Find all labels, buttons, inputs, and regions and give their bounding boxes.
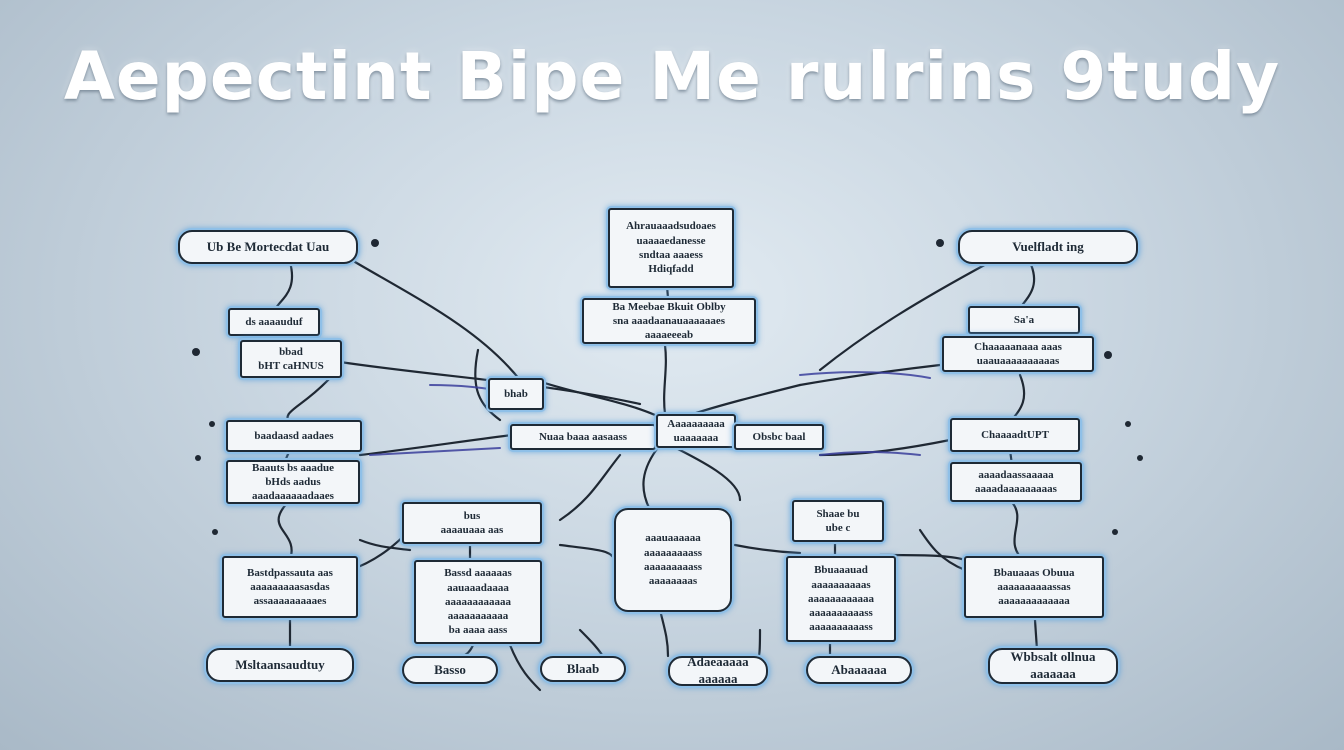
- node-center-upper: Ba Meebae Bkuit Oblby sna aaadaanauaaaaa…: [582, 298, 756, 344]
- node-bottom-2: Basso: [402, 656, 498, 684]
- node-left-1: ds aaaauduf: [228, 308, 320, 336]
- node-bottom-3: Blaab: [540, 656, 626, 682]
- diagram-title: Aepectint Bipe Me rulrins 9tudy: [63, 38, 1281, 115]
- node-top-right: Vuelfladt ing: [958, 230, 1138, 264]
- node-center-row-right: Obsbc baal: [734, 424, 824, 450]
- node-top-left: Ub Be Mortecdat Uau: [178, 230, 358, 264]
- node-left-3: baadaasd aadaes: [226, 420, 362, 452]
- node-box-right: Bbauaaas Obuua aaaaaaaaaassas aaaaaaaaaa…: [964, 556, 1104, 618]
- node-mid-right-box: Shaae bu ube c: [792, 500, 884, 542]
- node-center-left-small: bhab: [488, 378, 544, 410]
- node-bottom-5: Abaaaaaa: [806, 656, 912, 684]
- node-box-center-left: Bassd aaaaaas aauaaadaaaa aaaaaaaaaaaa a…: [414, 560, 542, 644]
- node-right-4: aaaadaassaaaaa aaaadaaaaaaaaas: [950, 462, 1082, 502]
- node-left-2: bbad bHT caHNUS: [240, 340, 342, 378]
- node-box-center-right: Bbuaaauad aaaaaaaaaas aaaaaaaaaaaa aaaaa…: [786, 556, 896, 642]
- node-left-4: Baauts bs aaadue bHds aadus aaadaaaaaada…: [226, 460, 360, 504]
- node-right-1: Sa'a: [968, 306, 1080, 334]
- node-center-row-left: Nuaa baaa aasaass: [510, 424, 656, 450]
- node-right-3: ChaaaadtUPT: [950, 418, 1080, 452]
- node-bottom-1: Msltaansaudtuy: [206, 648, 354, 682]
- node-box-left: Bastdpassauta aas aaaaaaaaasasdas assaaa…: [222, 556, 358, 618]
- node-bottom-center-cloud: aaauaaaaaa aaaaaaaaass aaaaaaaaass aaaaa…: [614, 508, 732, 612]
- node-mid-left-box: bus aaaauaaa aas: [402, 502, 542, 544]
- node-bottom-6: Wbbsalt ollnua aaaaaaa: [988, 648, 1118, 684]
- node-bottom-4: Adaeaaaaa aaaaaa: [668, 656, 768, 686]
- node-center-row-mid: Aaaaaaaaaa uaaaaaaa: [656, 414, 736, 448]
- node-right-2: Chaaaaanaaa aaas uaauaaaaaaaaaas: [942, 336, 1094, 372]
- node-top-center: Ahrauaaadsudoaes uaaaaedanesse sndtaa aa…: [608, 208, 734, 288]
